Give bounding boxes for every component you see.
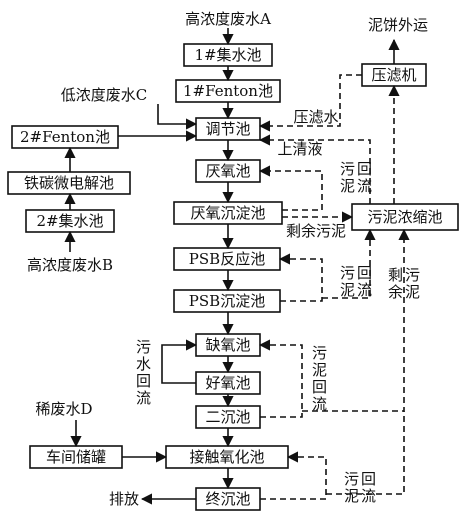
sludge-thickener-node: 污泥浓缩池 — [351, 203, 459, 231]
high-conc-wastewater-b-label: 高浓度废水B — [27, 256, 113, 274]
vertical-label-char: 剩 — [388, 266, 403, 284]
vertical-label-char: 流 — [357, 281, 372, 299]
sludge-thickener-label: 污泥浓缩池 — [367, 208, 442, 226]
press-water-label: 压滤水 — [293, 108, 338, 126]
arrow-sludge-return-4 — [260, 451, 327, 500]
regulating-tank-node: 调节池 — [195, 117, 261, 141]
arrow-supernatant — [258, 134, 371, 204]
tank2-node: 2#集水池 — [25, 209, 115, 233]
arrow-final-to-thickener — [326, 411, 405, 495]
anaerobic-settling-node: 厌氧沉淀池 — [173, 201, 283, 225]
vertical-label-char: 污 — [340, 264, 355, 282]
arrow-c-to-regulating — [157, 104, 198, 130]
fenton1-node: 1#Fenton池 — [175, 79, 281, 103]
vertical-label-char: 回 — [357, 264, 372, 282]
workshop-tank-label: 车间储罐 — [46, 448, 106, 466]
regulating-tank-label: 调节池 — [205, 120, 250, 138]
anaerobic-settling-label: 厌氧沉淀池 — [190, 204, 265, 222]
tank1-node: 1#集水池 — [183, 43, 273, 67]
anoxic-tank-node: 缺氧池 — [195, 333, 261, 357]
contact-oxidation-label: 接触氧化池 — [189, 448, 264, 466]
sludge-return-1-label: 污泥回流 — [340, 160, 372, 195]
low-conc-wastewater-c-label: 低浓度废水C — [61, 86, 147, 104]
fe-c-microelectrolysis-node: 铁碳微电解池 — [7, 171, 131, 195]
vertical-label-char: 污 — [405, 266, 420, 284]
vertical-label-char: 水 — [136, 355, 151, 373]
sludge-return-4-label: 污泥回流 — [344, 470, 376, 505]
sewage-return-label: 污水回流 — [136, 338, 151, 407]
vertical-label-char: 泥 — [340, 281, 355, 299]
final-settling-node: 终沉池 — [195, 487, 261, 511]
filter-press-label: 压滤机 — [371, 66, 416, 84]
vertical-label-char: 回 — [361, 470, 376, 488]
vertical-label-char: 回 — [357, 160, 372, 178]
vertical-label-char: 泥 — [312, 361, 327, 379]
main-flow-arrows — [64, 28, 400, 505]
fe-c-microelectrolysis-label: 铁碳微电解池 — [24, 174, 114, 192]
tank1-label: 1#集水池 — [194, 46, 261, 64]
anoxic-tank-label: 缺氧池 — [205, 336, 250, 354]
arrow-sewage-return — [161, 339, 198, 384]
vertical-label-char: 污 — [136, 338, 151, 356]
vertical-label-char: 流 — [357, 177, 372, 195]
fenton2-label: 2#Fenton池 — [20, 128, 110, 146]
dilute-wastewater-d-label: 稀废水D — [35, 400, 92, 418]
discharge-label: 排放 — [109, 490, 139, 508]
vertical-label-char: 回 — [136, 372, 151, 390]
arrow-sludge-return-1 — [258, 165, 323, 211]
vertical-label-char: 流 — [312, 395, 327, 413]
aerobic-tank-node: 好氧池 — [195, 371, 261, 395]
psb-reactor-label: PSB反应池 — [189, 250, 265, 268]
vertical-label-char: 流 — [136, 389, 151, 407]
vertical-label-char: 泥 — [340, 177, 355, 195]
secondary-settling-node: 二沉池 — [195, 405, 261, 429]
vertical-label-char: 泥 — [344, 487, 359, 505]
psb-reactor-node: PSB反应池 — [173, 247, 281, 271]
tank2-label: 2#集水池 — [36, 212, 103, 230]
vertical-label-char: 污 — [344, 470, 359, 488]
sludge-flow-arrows — [258, 74, 410, 500]
final-settling-label: 终沉池 — [205, 490, 250, 508]
supernatant-label: 上清液 — [277, 140, 322, 158]
vertical-label-char: 污 — [312, 344, 327, 362]
anaerobic-tank-node: 厌氧池 — [195, 159, 261, 183]
vertical-label-char: 泥 — [405, 283, 420, 301]
workshop-tank-node: 车间储罐 — [29, 445, 123, 469]
excess-sludge-1-label: 剩余污泥 — [286, 222, 346, 240]
anaerobic-tank-label: 厌氧池 — [205, 162, 250, 180]
high-conc-wastewater-a-label: 高浓度废水A — [185, 10, 271, 28]
fenton2-node: 2#Fenton池 — [11, 125, 119, 149]
psb-settling-node: PSB沉淀池 — [173, 289, 281, 313]
aerobic-tank-label: 好氧池 — [205, 374, 250, 392]
psb-settling-label: PSB沉淀池 — [189, 292, 265, 310]
vertical-label-char: 回 — [312, 378, 327, 396]
arrow-excess-sludge-2 — [322, 228, 376, 299]
filter-press-node: 压滤机 — [361, 63, 427, 87]
vertical-label-char: 流 — [361, 487, 376, 505]
sludge-return-2-label: 污泥回流 — [340, 264, 372, 299]
arrow-press-water — [258, 74, 362, 132]
contact-oxidation-node: 接触氧化池 — [165, 445, 289, 469]
arrow-sludge-return-3 — [258, 339, 303, 418]
sludge-return-3-label: 污泥回流 — [312, 344, 327, 413]
vertical-label-char: 污 — [340, 160, 355, 178]
vertical-label-char: 余 — [388, 283, 403, 301]
secondary-settling-label: 二沉池 — [205, 408, 250, 426]
cake-out-label: 泥饼外运 — [368, 16, 428, 34]
arrow-sludge-return-2 — [278, 253, 323, 302]
fenton1-label: 1#Fenton池 — [183, 82, 273, 100]
excess-sludge-2-label: 剩余污泥 — [388, 266, 420, 301]
